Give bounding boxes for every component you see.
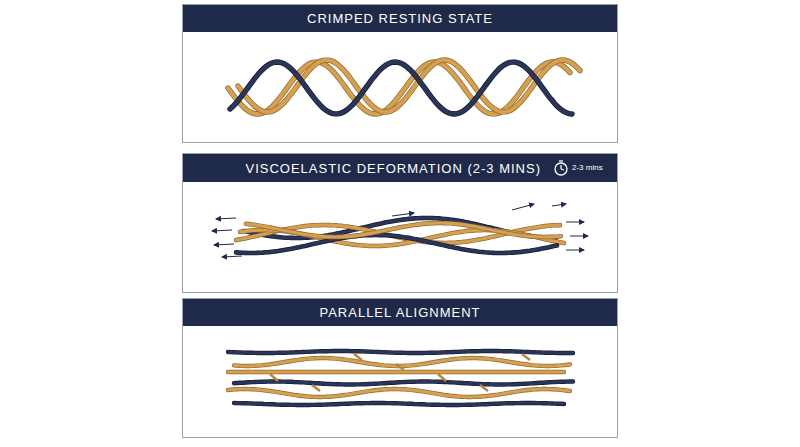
timer-icon bbox=[553, 159, 569, 177]
panel-heading: PARALLEL ALIGNMENT bbox=[319, 305, 480, 320]
heading-band: CRIMPED RESTING STATE bbox=[183, 5, 617, 32]
panel-box: VISCOELASTIC DEFORMATION (2-3 MINS) 2-3 m… bbox=[182, 153, 618, 293]
duration-label: 2-3 mins bbox=[572, 163, 603, 172]
panel-heading: VISCOELASTIC DEFORMATION (2-3 MINS) bbox=[245, 161, 541, 176]
panel-heading: CRIMPED RESTING STATE bbox=[307, 11, 493, 26]
panel-box: CRIMPED RESTING STATE bbox=[182, 4, 618, 143]
heading-band: PARALLEL ALIGNMENT bbox=[183, 299, 617, 326]
heading-band: VISCOELASTIC DEFORMATION (2-3 MINS) 2-3 m… bbox=[183, 154, 617, 182]
panel-box: PARALLEL ALIGNMENT bbox=[182, 298, 618, 438]
